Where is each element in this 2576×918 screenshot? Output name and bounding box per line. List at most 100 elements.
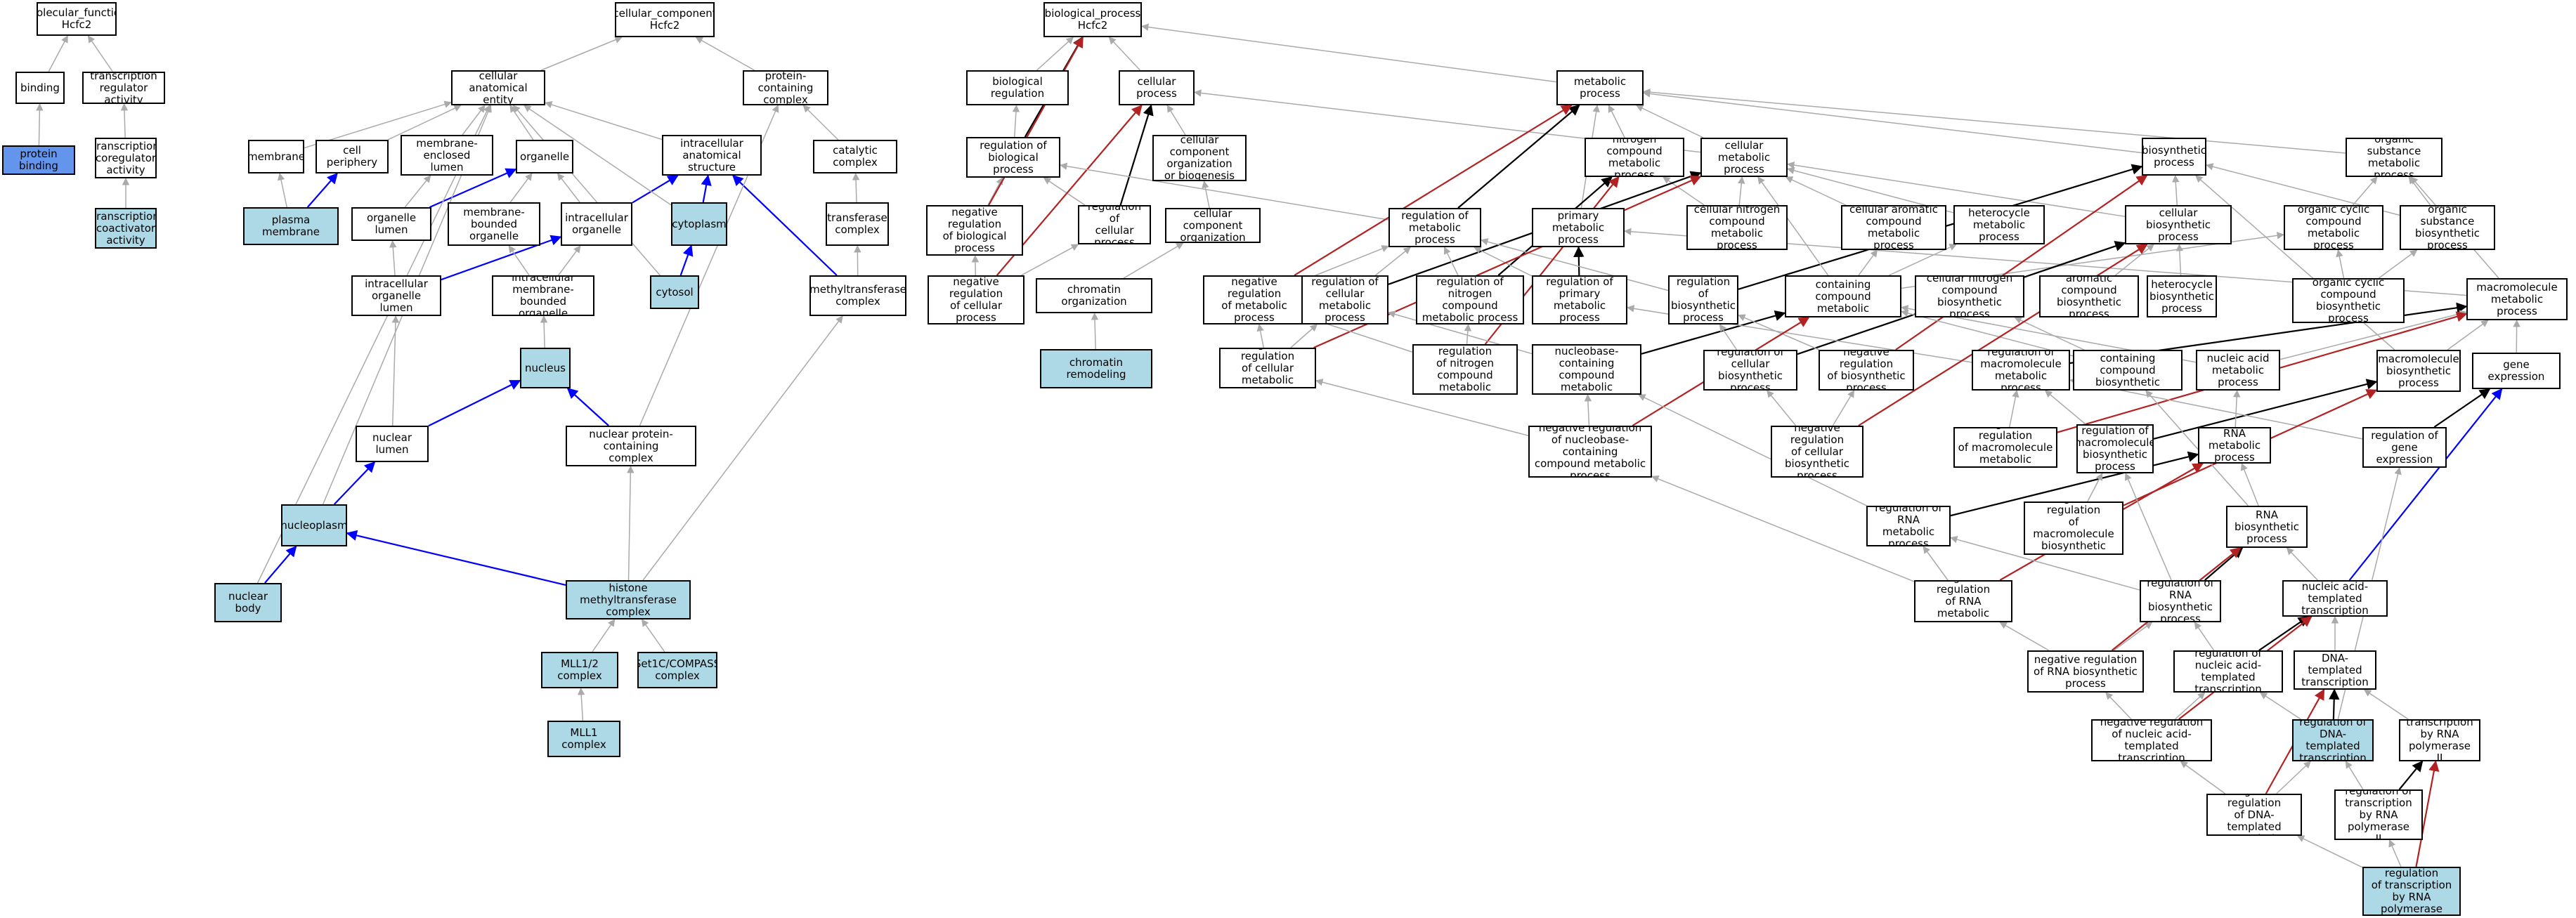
go-term-plasmamem[interactable]: plasma membrane — [243, 207, 339, 245]
go-term-negregnucbase[interactable]: negative regulation of nucleobase-contai… — [1528, 426, 1652, 478]
go-term-regrnabio[interactable]: regulation of RNA biosynthetic process — [2140, 580, 2221, 622]
go-term-bp[interactable]: biological_process Hcfc2 — [1043, 2, 1142, 37]
go-term-cae[interactable]: cellular anatomical entity — [451, 70, 545, 105]
go-term-negregmacrobio[interactable]: negative regulation of macromolecule bio… — [2024, 501, 2123, 555]
go-term-rnabio[interactable]: RNA biosynthetic process — [2226, 506, 2308, 548]
go-term-trregact[interactable]: transcription regulator activity — [82, 72, 165, 104]
go-term-orgsubbio[interactable]: organic substance biosynthetic process — [2400, 205, 2495, 250]
go-term-regprimmet[interactable]: regulation of primary metabolic process — [1532, 275, 1627, 324]
go-term-negregrnabio[interactable]: negative regulation of RNA biosynthetic … — [2027, 650, 2144, 693]
go-term-nuclumen[interactable]: nuclear lumen — [356, 426, 429, 462]
go-term-chromorg[interactable]: chromatin organization — [1036, 278, 1152, 313]
go-term-cytoplasm[interactable]: cytoplasm — [671, 202, 727, 246]
go-term-negregdnatr[interactable]: negative regulation of DNA-templated tra… — [2206, 794, 2302, 836]
go-term-binding[interactable]: binding — [15, 72, 65, 104]
go-term-cc[interactable]: cellular_component Hcfc2 — [615, 2, 715, 37]
go-term-nucacidtr[interactable]: nucleic acid-templated transcription — [2282, 580, 2388, 617]
go-term-mf[interactable]: molecular_function Hcfc2 — [37, 2, 117, 36]
go-term-dnatr[interactable]: DNA-templated transcription — [2294, 650, 2376, 690]
go-term-regtrpol2[interactable]: regulation of transcription by RNA polym… — [2334, 789, 2423, 840]
go-term-nucleus[interactable]: nucleus — [520, 348, 571, 388]
go-term-negregbio[interactable]: negative regulation of biological proces… — [926, 205, 1023, 256]
go-term-negregtrpol2[interactable]: negative regulation of transcription by … — [2362, 867, 2461, 916]
go-term-mll12[interactable]: MLL1/2 complex — [541, 652, 618, 688]
go-term-methyltrans[interactable]: methyltransferase complex — [809, 275, 906, 316]
go-term-mll1[interactable]: MLL1 complex — [547, 721, 620, 757]
go-term-regmacrobio[interactable]: regulation of macromolecule biosynthetic… — [2076, 424, 2154, 473]
go-term-regrnamet[interactable]: regulation of RNA metabolic process — [1866, 506, 1951, 546]
go-term-negregcell[interactable]: negative regulation of cellular process — [928, 275, 1024, 324]
go-term-regnitmet[interactable]: regulation of nitrogen compound metaboli… — [1416, 275, 1524, 324]
go-term-regmacromet[interactable]: regulation of macromolecule metabolic pr… — [1972, 350, 2070, 391]
go-term-cellproc[interactable]: cellular process — [1119, 70, 1195, 105]
go-term-ccorg2[interactable]: cellular component organization — [1165, 208, 1261, 243]
go-term-cellperiph[interactable]: cell periphery — [316, 140, 389, 173]
go-term-nucbasebio[interactable]: nucleobase-containing compound biosynthe… — [2073, 350, 2183, 391]
go-term-regdnatr[interactable]: regulation of DNA-templated transcriptio… — [2292, 719, 2374, 761]
go-term-arombio[interactable]: aromatic compound biosynthetic process — [2039, 275, 2139, 317]
go-term-regnucacidtr[interactable]: regulation of nucleic acid-templated tra… — [2173, 650, 2283, 693]
go-term-orgsubmet[interactable]: organic substance metabolic process — [2346, 138, 2442, 177]
go-term-cellarommet[interactable]: cellular aromatic compound metabolic pro… — [1841, 205, 1946, 250]
go-term-rnamet[interactable]: RNA metabolic process — [2198, 427, 2271, 464]
go-term-cellnitmet[interactable]: cellular nitrogen compound metabolic pro… — [1686, 205, 1788, 250]
go-term-membrane[interactable]: membrane — [248, 140, 304, 173]
go-term-regcell[interactable]: regulation of cellular process — [1078, 205, 1151, 244]
go-term-nucacidmet[interactable]: nucleic acid metabolic process — [2196, 350, 2280, 391]
go-term-orglumen[interactable]: organelle lumen — [351, 207, 431, 241]
go-term-intramembound[interactable]: intracellular membrane-bounded organelle — [492, 275, 594, 316]
go-term-transferase[interactable]: transferase complex — [826, 202, 889, 246]
go-term-metproc[interactable]: metabolic process — [1556, 70, 1644, 105]
go-term-negregbiosyn[interactable]: negative regulation of biosynthetic proc… — [1819, 350, 1914, 391]
go-term-intraanat[interactable]: intracellular anatomical structure — [662, 135, 762, 176]
go-term-regbio[interactable]: regulation of biological process — [966, 137, 1060, 178]
go-term-cellmet[interactable]: cellular metabolic process — [1700, 138, 1788, 177]
go-term-geneexp[interactable]: gene expression — [2472, 353, 2561, 389]
go-term-hetbio[interactable]: heterocycle biosynthetic process — [2147, 275, 2217, 317]
go-term-orgcycmet[interactable]: organic cyclic compound metabolic proces… — [2284, 205, 2383, 250]
go-term-regnucbasemet[interactable]: regulation of nucleobase-containing comp… — [1532, 344, 1641, 395]
go-term-protcomplex[interactable]: protein-containing complex — [743, 70, 828, 105]
go-term-regbiosyn[interactable]: regulation of biosynthetic process — [1668, 275, 1738, 324]
go-term-intraorg[interactable]: intracellular organelle — [561, 202, 632, 246]
go-term-nucprotcomplex[interactable]: nuclear protein-containing complex — [566, 426, 696, 466]
go-term-orgcycbio[interactable]: organic cyclic compound biosynthetic pro… — [2292, 278, 2405, 323]
go-term-biosyn[interactable]: biosynthetic process — [2142, 138, 2206, 176]
go-term-memlumen[interactable]: membrane-enclosed lumen — [401, 135, 493, 176]
go-term-bioreg[interactable]: biological regulation — [966, 70, 1069, 105]
go-term-negregcellmet[interactable]: negative regulation of cellular metaboli… — [1219, 348, 1316, 388]
go-term-negregmet[interactable]: negative regulation of metabolic process — [1203, 275, 1306, 324]
go-term-cellbiosyn[interactable]: cellular biosynthetic process — [2125, 205, 2232, 244]
go-term-regmet[interactable]: regulation of metabolic process — [1388, 208, 1481, 247]
go-term-trpol2[interactable]: transcription by RNA polymerase II — [2399, 719, 2480, 761]
go-term-intraorglumen[interactable]: intracellular organelle lumen — [351, 275, 441, 316]
go-term-regcellmet[interactable]: regulation of cellular metabolic process — [1301, 275, 1388, 324]
go-term-nucbasemet[interactable]: nucleobase-containing compound metabolic… — [1785, 275, 1901, 317]
go-term-catcomplex[interactable]: catalytic complex — [813, 140, 897, 173]
go-term-trcoact[interactable]: transcription coactivator activity — [95, 208, 157, 249]
go-term-membound[interactable]: membrane-bounded organelle — [448, 202, 540, 246]
go-term-chromrem[interactable]: chromatin remodeling — [1040, 349, 1152, 388]
go-term-negregrnamet[interactable]: negative regulation of RNA metabolic pro… — [1914, 580, 2012, 622]
go-term-histmeth[interactable]: histone methyltransferase complex — [566, 580, 691, 619]
go-term-organelle[interactable]: organelle — [516, 140, 573, 173]
go-term-trcoreg[interactable]: transcription coregulator activity — [95, 138, 157, 178]
go-term-macrobio[interactable]: macromolecule biosynthetic process — [2376, 350, 2461, 392]
go-term-cytosol[interactable]: cytosol — [650, 275, 699, 309]
go-term-hetmet[interactable]: heterocycle metabolic process — [1953, 205, 2045, 244]
go-term-cellnitbio[interactable]: cellular nitrogen compound biosynthetic … — [1915, 275, 2024, 317]
go-term-negregmacromet[interactable]: negative regulation of macromolecule met… — [1953, 427, 2057, 468]
go-term-reggeneexp[interactable]: regulation of gene expression — [2362, 427, 2447, 468]
go-term-negregnitmet[interactable]: negative regulation of nitrogen compound… — [1412, 344, 1518, 395]
go-term-protbind[interactable]: protein binding — [2, 145, 75, 175]
go-term-macromet[interactable]: macromolecule metabolic process — [2466, 278, 2568, 320]
go-term-set1c[interactable]: Set1C/COMPASS complex — [637, 652, 717, 688]
go-term-primmet[interactable]: primary metabolic process — [1532, 208, 1625, 247]
go-term-negregnucacidtr[interactable]: negative regulation of nucleic acid-temp… — [2091, 719, 2212, 761]
go-term-nucleoplasm[interactable]: nucleoplasm — [281, 504, 347, 546]
go-term-nitcompmet[interactable]: nitrogen compound metabolic process — [1585, 138, 1684, 177]
go-term-regcellbio[interactable]: regulation of cellular biosynthetic proc… — [1703, 350, 1797, 391]
go-term-nucbody[interactable]: nuclear body — [214, 583, 282, 622]
go-term-negregcellbio[interactable]: negative regulation of cellular biosynth… — [1771, 426, 1863, 478]
go-term-ccorg[interactable]: cellular component organization or bioge… — [1152, 135, 1247, 181]
